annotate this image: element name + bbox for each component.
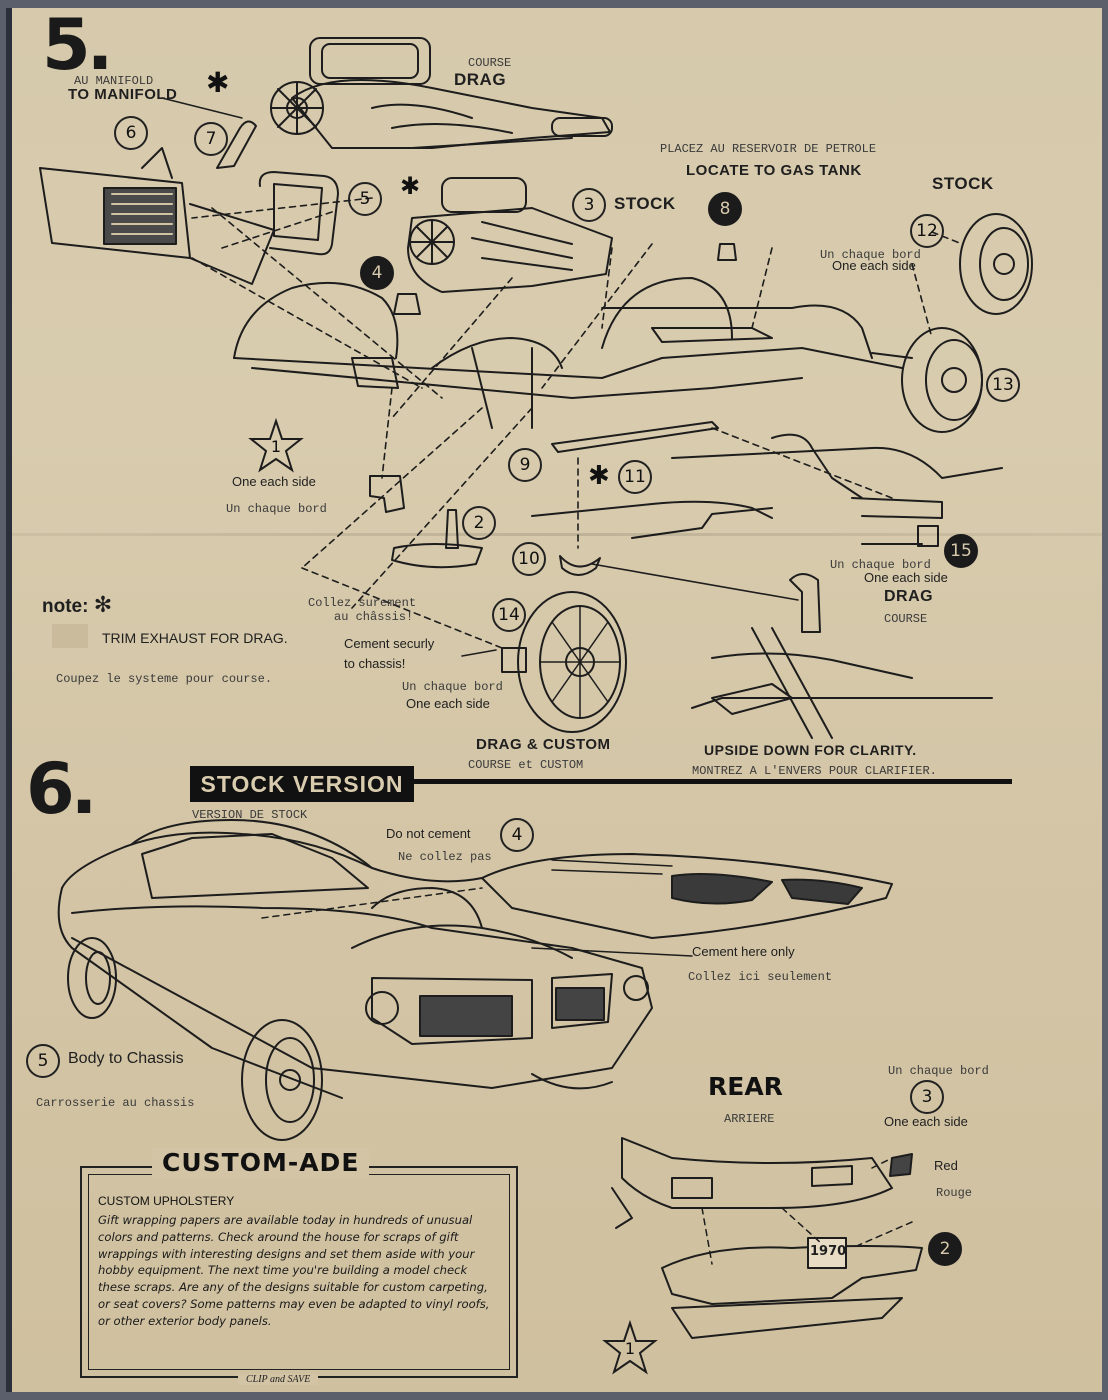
bar-side-label-fr: Un chaque bord — [830, 558, 931, 572]
drag-engine-drawing — [270, 37, 613, 149]
clip-and-save-label: CLIP and SAVE — [238, 1374, 319, 1385]
drag-custom-label: DRAG & CUSTOM — [476, 736, 611, 753]
note-label: note: ✻ — [42, 592, 113, 617]
body-part-5-callout: 5 — [26, 1044, 60, 1078]
cement-securely-label-1: Cement securly — [344, 636, 435, 651]
drag-inset-drawing — [691, 573, 993, 739]
part-8-callout: 8 — [708, 192, 742, 226]
front-wheel-drawing — [501, 591, 627, 733]
part-6-callout: 6 — [114, 116, 148, 150]
stock-right-label: STOCK — [932, 174, 994, 193]
wheel-side-label-fr: Un chaque bord — [820, 248, 921, 262]
step-6-number: 6. — [26, 748, 97, 830]
part-7-callout: 7 — [194, 122, 228, 156]
stock-version-banner: STOCK VERSION — [190, 766, 414, 802]
hood-do-not-cement-label: Do not cement — [386, 826, 471, 841]
upside-down-label: UPSIDE DOWN FOR CLARITY. — [704, 742, 917, 758]
note-asterisk-icon: ✻ — [93, 592, 113, 617]
asterisk-icon: ✱ — [206, 67, 230, 98]
license-plate-text: 1970 — [810, 1244, 847, 1259]
part-2-callout: 2 — [462, 506, 496, 540]
front-wheel-side-fr: Un chaque bord — [402, 680, 503, 694]
wheel-side-label-en: One each side — [832, 258, 916, 273]
stock-engine-drawing — [407, 177, 613, 293]
course-label-fr: COURSE — [468, 56, 512, 70]
part-1-star-callout: 1 — [248, 418, 304, 474]
custom-ade-title: CUSTOM-ADE — [152, 1148, 370, 1177]
bar-side-label-en: One each side — [864, 570, 948, 585]
part-13-callout: 13 — [986, 368, 1020, 402]
rouge-label: Rouge — [936, 1186, 973, 1200]
collez-label-1: Collez surement — [308, 596, 417, 610]
rear-part-3-callout: 3 — [910, 1080, 944, 1114]
manifold-label-fr: AU MANIFOLD — [74, 74, 154, 88]
body-to-chassis-label: Body to Chassis — [68, 1050, 184, 1067]
front-wheel-side-en: One each side — [406, 696, 490, 711]
radiator-drawing — [39, 147, 275, 285]
assembly-diagram — [39, 37, 1033, 1339]
banner-rule — [414, 779, 1012, 784]
red-label: Red — [934, 1158, 958, 1173]
custom-ade-body: Gift wrapping papers are available today… — [98, 1213, 490, 1328]
collez-label-2: au châssis! — [334, 610, 414, 624]
custom-ade-box: CUSTOM-ADE CUSTOM UPHOLSTERY Gift wrappi… — [80, 1148, 518, 1385]
drag-custom-label-fr: COURSE et CUSTOM — [468, 758, 584, 772]
part-15-callout: 15 — [944, 534, 978, 568]
part-4-callout: 4 — [360, 256, 394, 290]
cement-here-only-label: Cement here only — [692, 944, 795, 959]
part-9-callout: 9 — [508, 448, 542, 482]
gas-tank-label-fr: PLACEZ AU RESERVOIR DE PETROLE — [660, 142, 877, 156]
stock-version-label-fr: VERSION DE STOCK — [192, 808, 308, 822]
one-each-side-label: One each side — [232, 474, 316, 489]
rear-part-1-star-callout: 1 — [602, 1320, 658, 1376]
part-5-callout: 5 — [348, 182, 382, 216]
cement-securely-label-2: to chassis! — [344, 656, 406, 671]
part-11-callout: 11 — [618, 460, 652, 494]
drag-label: DRAG — [454, 70, 507, 89]
un-chaque-bord-label: Un chaque bord — [226, 502, 327, 516]
gas-tank-label-en: LOCATE TO GAS TANK — [686, 162, 862, 179]
note-swatch — [52, 624, 88, 648]
asterisk-icon: ✱ — [588, 460, 610, 490]
rear-side-label-en: One each side — [884, 1114, 968, 1129]
part-3-callout: 3 — [572, 188, 606, 222]
stock-car-drawing — [57, 819, 893, 1141]
rear-label-fr: ARRIERE — [724, 1112, 775, 1126]
part-14-callout: 14 — [492, 598, 526, 632]
part-12-callout: 12 — [910, 214, 944, 248]
custom-ade-subtitle: CUSTOM UPHOLSTERY — [98, 1194, 235, 1208]
hood-ne-collez-label: Ne collez pas — [398, 850, 492, 864]
instruction-sheet: 5. AU MANIFOLD TO MANIFOLD ✱ COURSE DRAG… — [6, 8, 1102, 1392]
rear-side-label-fr: Un chaque bord — [888, 1064, 989, 1078]
rear-wheels-drawing — [871, 213, 1033, 433]
asterisk-icon: ✱ — [400, 173, 421, 200]
trim-exhaust-label: TRIM EXHAUST FOR DRAG. — [102, 630, 288, 646]
course-right-label: COURSE — [884, 612, 928, 626]
step-5-number: 5. — [42, 8, 113, 86]
rear-part-2-callout: 2 — [928, 1232, 962, 1266]
collez-ici-label: Collez ici seulement — [688, 970, 833, 984]
trim-exhaust-label-fr: Coupez le systeme pour course. — [56, 672, 273, 686]
manifold-label-en: TO MANIFOLD — [68, 86, 178, 103]
drag-right-label: DRAG — [884, 588, 934, 605]
stock-label: STOCK — [614, 194, 676, 213]
rear-bumper-drawing — [611, 1137, 923, 1339]
hood-part-4-callout: 4 — [500, 818, 534, 852]
carrosserie-label: Carrosserie au chassis — [36, 1096, 195, 1110]
rear-label: REAR — [708, 1072, 783, 1101]
part-10-callout: 10 — [512, 542, 546, 576]
upside-down-label-fr: MONTREZ A L'ENVERS POUR CLARIFIER. — [692, 764, 937, 778]
